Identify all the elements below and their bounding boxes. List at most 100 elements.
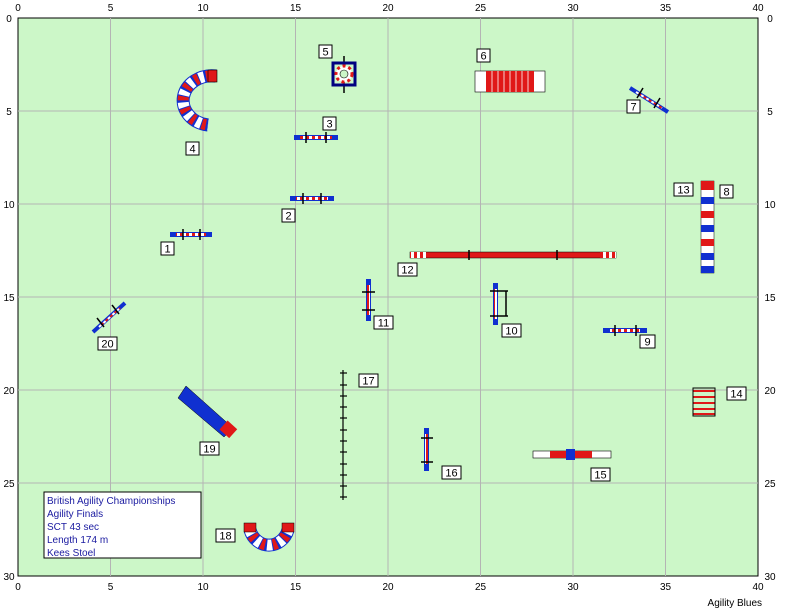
y-tick-label: 0	[767, 14, 773, 25]
x-tick-label: 10	[197, 3, 209, 14]
x-tick-label: 0	[15, 582, 21, 593]
number-box-13: 13	[673, 182, 694, 197]
judge-name: Kees Stoel	[47, 548, 95, 559]
number-label: 13	[677, 185, 689, 197]
x-tick-label: 30	[567, 3, 579, 14]
obstacle-3-hurdle[interactable]	[294, 132, 338, 143]
x-tick-label: 20	[382, 3, 394, 14]
number-label: 4	[189, 144, 195, 156]
number-box-1: 1	[160, 241, 175, 256]
obstacle-16-hurdle[interactable]	[421, 428, 433, 471]
obstacle-10-hurdle[interactable]	[490, 283, 508, 325]
number-box-4: 4	[185, 141, 200, 156]
x-tick-label: 10	[197, 582, 209, 593]
y-tick-label: 10	[764, 200, 776, 211]
number-box-3: 3	[322, 116, 337, 131]
obstacle-2-hurdle[interactable]	[290, 193, 334, 204]
y-tick-label: 15	[3, 293, 15, 304]
y-tick-label: 5	[767, 107, 773, 118]
number-label: 1	[164, 244, 170, 256]
x-tick-label: 15	[290, 582, 302, 593]
obstacle-18-tunnel[interactable]	[243, 522, 295, 552]
number-box-8: 8	[719, 184, 734, 199]
event-title: British Agility Championships	[47, 496, 175, 507]
x-tick-label: 25	[475, 3, 487, 14]
y-tick-label: 10	[3, 200, 15, 211]
number-box-17: 17	[358, 373, 379, 388]
obstacle-9-hurdle[interactable]	[603, 325, 647, 336]
x-tick-label: 20	[382, 582, 394, 593]
obstacle-15-see-saw[interactable]	[532, 449, 612, 460]
obstacle-20-hurdle[interactable]	[91, 301, 127, 334]
x-tick-label: 15	[290, 3, 302, 14]
number-box-12: 12	[397, 262, 418, 277]
number-box-20: 20	[97, 336, 118, 351]
obstacle-19-collapsed-tunnel[interactable]	[177, 385, 238, 439]
number-box-10: 10	[501, 323, 522, 338]
y-tick-labels-left: 0 5 10 15 20 25 30	[3, 14, 15, 583]
course-info-box: British Agility Championships Agility Fi…	[43, 491, 202, 559]
number-box-6: 6	[476, 48, 491, 63]
number-box-11: 11	[373, 315, 394, 330]
x-tick-labels-bottom: 0 5 10 15 20 25 30 35 40	[15, 582, 764, 593]
x-tick-label: 35	[660, 582, 672, 593]
y-tick-label: 15	[764, 293, 776, 304]
number-label: 14	[730, 389, 742, 401]
number-box-18: 18	[215, 528, 236, 543]
x-tick-label: 30	[567, 582, 579, 593]
number-label: 5	[322, 47, 328, 59]
number-label: 16	[445, 468, 457, 480]
obstacle-7-hurdle[interactable]	[628, 86, 670, 114]
obstacle-8-tunnel[interactable]	[700, 180, 715, 274]
x-tick-label: 5	[108, 3, 114, 14]
number-box-2: 2	[281, 208, 296, 223]
y-tick-label: 20	[3, 386, 15, 397]
y-tick-label: 25	[764, 479, 776, 490]
y-tick-labels-right: 0 5 10 15 20 25 30	[764, 14, 776, 583]
number-box-9: 9	[639, 334, 656, 349]
x-tick-labels-top: 0 5 10 15 20 25 30 35 40	[15, 3, 764, 14]
obstacle-5-tyre[interactable]	[331, 56, 357, 93]
y-tick-label: 20	[764, 386, 776, 397]
standard-course-time: SCT 43 sec	[47, 522, 99, 533]
obstacle-6-tunnel[interactable]	[474, 70, 546, 93]
number-box-7: 7	[626, 99, 641, 114]
number-box-15: 15	[590, 467, 611, 482]
number-box-19: 19	[199, 441, 220, 456]
y-tick-label: 30	[764, 572, 776, 583]
number-label: 19	[203, 444, 215, 456]
obstacle-11-hurdle[interactable]	[362, 279, 375, 321]
software-credit: Agility Blues	[707, 598, 762, 609]
y-tick-label: 0	[6, 14, 12, 25]
obstacle-17-weave-poles[interactable]	[340, 370, 347, 500]
obstacle-14-long-jump[interactable]	[692, 387, 716, 417]
y-tick-label: 25	[3, 479, 15, 490]
number-label: 20	[101, 339, 113, 351]
obstacle-4-tunnel[interactable]	[176, 69, 218, 132]
number-label: 3	[326, 119, 332, 131]
number-label: 6	[480, 51, 486, 63]
number-box-5: 5	[318, 44, 333, 59]
x-tick-label: 35	[660, 3, 672, 14]
class-name: Agility Finals	[47, 509, 103, 520]
number-label: 12	[401, 265, 413, 277]
x-tick-label: 25	[475, 582, 487, 593]
x-tick-label: 5	[108, 582, 114, 593]
x-tick-label: 40	[752, 3, 764, 14]
obstacle-1-hurdle[interactable]	[170, 229, 212, 240]
number-box-16: 16	[441, 465, 462, 480]
number-label: 18	[219, 531, 231, 543]
number-label: 2	[285, 211, 291, 223]
number-label: 7	[630, 102, 636, 114]
grid	[18, 18, 758, 576]
number-label: 10	[505, 326, 517, 338]
obstacle-12-dog-walk[interactable]	[409, 250, 617, 260]
number-label: 15	[594, 470, 606, 482]
number-label: 17	[362, 376, 374, 388]
x-tick-label: 40	[752, 582, 764, 593]
number-label: 8	[723, 187, 729, 199]
y-tick-label: 5	[6, 107, 12, 118]
number-label: 9	[644, 337, 650, 349]
y-tick-label: 30	[3, 572, 15, 583]
